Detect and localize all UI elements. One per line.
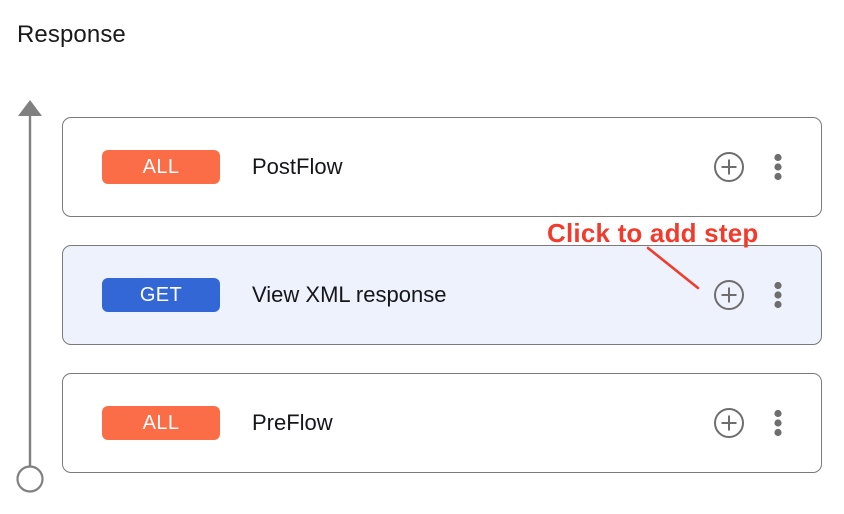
row-overflow-menu-button[interactable] [767, 279, 789, 311]
circle-endpoint-icon [16, 465, 44, 493]
plus-circle-icon [714, 280, 744, 310]
method-badge: ALL [102, 150, 220, 184]
flow-step-row[interactable]: ALL PostFlow [62, 117, 822, 217]
add-step-button[interactable] [713, 407, 745, 439]
add-step-button-row-2[interactable] [713, 279, 745, 311]
page-title: Response [17, 21, 126, 48]
flow-step-row[interactable]: GET View XML response [62, 245, 822, 345]
row-overflow-menu-button[interactable] [767, 407, 789, 439]
plus-circle-icon [714, 152, 744, 182]
row-actions [713, 407, 789, 439]
flow-axis-graphic [16, 100, 44, 493]
flow-step-row[interactable]: ALL PreFlow [62, 373, 822, 473]
method-badge: ALL [102, 406, 220, 440]
more-vertical-icon [774, 153, 782, 181]
flow-direction-axis [8, 86, 56, 504]
row-actions [713, 279, 789, 311]
row-actions [713, 151, 789, 183]
method-badge: GET [102, 278, 220, 312]
flow-step-label: View XML response [252, 282, 447, 307]
more-vertical-icon [774, 409, 782, 437]
flow-step-label: PostFlow [252, 154, 343, 179]
flow-step-label: PreFlow [252, 410, 333, 435]
more-vertical-icon [774, 281, 782, 309]
annotation-label: Click to add step [547, 218, 759, 248]
arrow-up-icon [18, 100, 42, 116]
add-step-button[interactable] [713, 151, 745, 183]
plus-circle-icon [714, 408, 744, 438]
row-overflow-menu-button[interactable] [767, 151, 789, 183]
